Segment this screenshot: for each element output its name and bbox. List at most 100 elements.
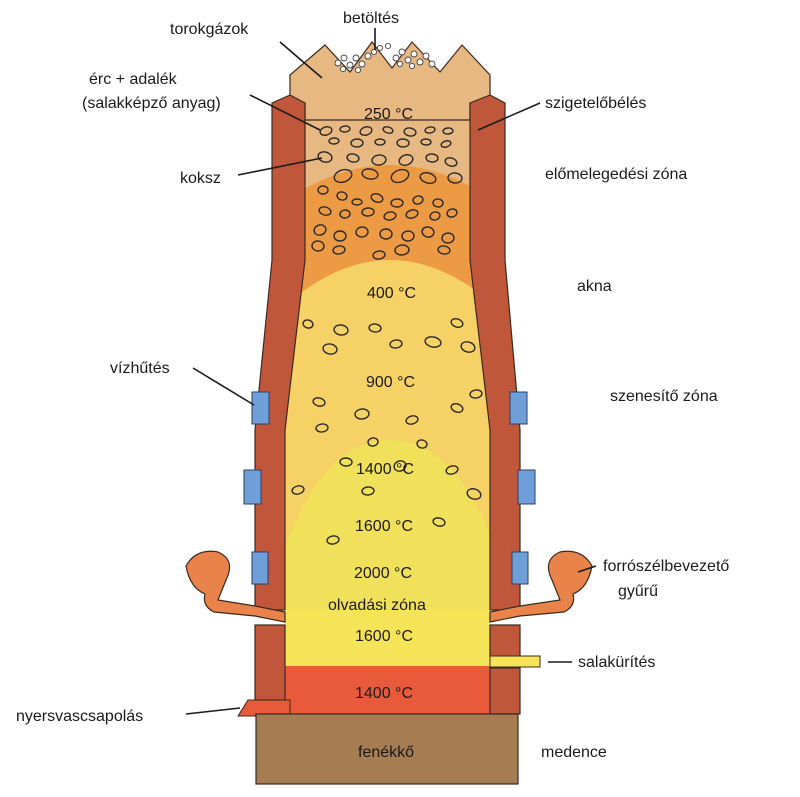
ore-pebble <box>390 198 404 208</box>
ore-pebble <box>437 245 451 255</box>
water-cooling-jackets <box>243 391 536 585</box>
label-slag-tapping: salakürítés <box>578 654 655 671</box>
ore-pebble <box>403 127 417 137</box>
ore-pebble <box>416 439 428 449</box>
label-hearth-stone: fenékkő <box>358 744 414 761</box>
temp-1400-lower: 1400 °C <box>355 685 413 702</box>
ore-pebble <box>446 208 458 218</box>
ore-pebble <box>432 198 444 208</box>
ore-pebble <box>319 126 333 136</box>
ore-pebble <box>441 232 455 244</box>
ore-pebble <box>315 423 329 433</box>
ore-pebble <box>393 460 407 472</box>
label-throat-gases: torokgázok <box>170 21 249 38</box>
internal-labels: 250 °C 400 °C 900 °C 1400 °C 1600 °C 200… <box>328 106 426 761</box>
temp-900: 900 °C <box>366 374 415 391</box>
ore-pebble <box>361 168 379 180</box>
ore-pebble <box>447 172 463 184</box>
label-coke: koksz <box>180 170 221 187</box>
label-ore-flux-2: (salakképző anyag) <box>82 95 221 112</box>
ore-pebble <box>450 318 464 328</box>
ore-pebble <box>394 244 410 256</box>
leader-lines <box>185 28 597 715</box>
ore-pebble <box>405 209 419 219</box>
ore-pebble <box>383 211 397 221</box>
temp-1600-upper: 1600 °C <box>355 518 413 535</box>
ore-pebble <box>333 230 347 242</box>
ore-pebble <box>389 339 403 349</box>
ore-pebble <box>372 250 386 260</box>
interior-zones <box>285 103 490 668</box>
ore-pebble <box>326 535 340 545</box>
ore-pebble <box>317 151 333 163</box>
label-carburizing-zone: szenesítő zóna <box>610 388 718 405</box>
zone-lower-melt <box>285 610 490 670</box>
ore-pebble <box>370 193 384 203</box>
temp-250: 250 °C <box>364 106 413 123</box>
left-tuyere <box>185 550 286 623</box>
ore-pebble <box>396 138 410 148</box>
ore-pebble <box>398 154 414 166</box>
ore-pebble <box>420 138 432 146</box>
ore-pebble <box>291 485 305 495</box>
ore-pebble <box>346 153 360 163</box>
ore-pebble <box>445 465 459 475</box>
ore-pebble <box>318 206 332 216</box>
ore-pebble <box>312 397 326 407</box>
label-hot-blast-1: forrószélbevezető <box>603 558 729 575</box>
ore-pebble <box>359 126 373 136</box>
label-melting-zone: olvadási zóna <box>328 597 426 614</box>
ore-pebble <box>424 336 442 348</box>
temp-400: 400 °C <box>367 285 416 302</box>
ore-pebble <box>424 126 436 134</box>
label-water-cooling: vízhűtés <box>110 360 170 377</box>
ore-pebble <box>328 137 340 145</box>
left-hearth-wall <box>254 624 286 701</box>
ore-pebble <box>336 191 348 201</box>
right-tuyere <box>489 550 593 623</box>
label-hot-blast-2: gyűrű <box>618 583 658 600</box>
external-labels: torokgázok betöltés érc + adalék (salakk… <box>16 10 729 761</box>
ore-pebble <box>429 211 441 221</box>
ore-pebble <box>367 437 379 447</box>
ore-pebble <box>401 230 415 242</box>
ore-pebble <box>302 319 314 329</box>
label-shaft: akna <box>577 278 612 295</box>
right-hearth-wall-upper <box>489 624 521 658</box>
label-charging: betöltés <box>343 10 399 27</box>
ore-pebble <box>466 488 482 500</box>
temp-1400-upper: 1400 °C <box>356 461 414 478</box>
ore-pebble <box>442 127 454 135</box>
ore-pebble <box>322 343 338 355</box>
slag-tap-channel <box>489 655 541 668</box>
ore-pebble <box>368 323 382 333</box>
ore-pebble <box>444 157 458 167</box>
ore-pebble <box>339 457 353 467</box>
ore-pebble <box>450 403 464 413</box>
label-iron-tapping: nyersvascsapolás <box>16 708 143 725</box>
ore-pebble <box>469 389 483 399</box>
ore-pebble <box>332 245 346 255</box>
ore-pebble <box>355 226 369 238</box>
ore-pebble <box>371 154 387 166</box>
ore-pebble <box>354 408 370 420</box>
ore-pebble <box>317 185 329 195</box>
ore-pebble <box>339 209 351 219</box>
temp-2000: 2000 °C <box>354 565 412 582</box>
charge-pile <box>334 42 436 74</box>
ore-pebble <box>361 207 375 217</box>
label-refractory-lining: szigetelőbélés <box>545 95 646 112</box>
hearth-stone-block <box>255 713 519 785</box>
ore-pebble <box>425 153 439 163</box>
label-preheat-zone: előmelegedési zóna <box>545 166 687 183</box>
ore-pebble <box>333 168 353 184</box>
label-hearth: medence <box>541 744 607 761</box>
ore-pebble <box>405 415 419 425</box>
ore-pebble <box>339 125 351 133</box>
ore-pebble <box>350 138 364 148</box>
ore-pebble <box>382 126 394 134</box>
ore-pebble <box>390 168 410 184</box>
ore-pebble <box>374 138 386 146</box>
